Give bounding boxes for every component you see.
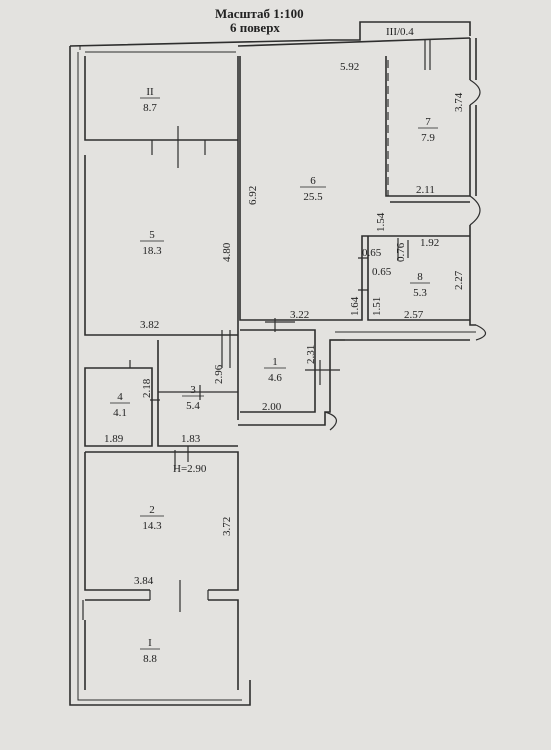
plan-scale-title: Масштаб 1:100 xyxy=(215,6,304,21)
dimension-label: 1.54 xyxy=(375,212,387,232)
room-area: 7.9 xyxy=(421,132,435,144)
dimension-label: 2.11 xyxy=(416,184,435,196)
room-number: 6 xyxy=(310,175,316,187)
dimension-label: 2.00 xyxy=(262,401,282,413)
dimension-label: 0.65 xyxy=(362,247,382,259)
room-number: 1 xyxy=(272,356,278,368)
dimension-label: 1.64 xyxy=(349,296,361,316)
dimension-label: 3.82 xyxy=(140,319,159,331)
room-II: ІІ 8.7 xyxy=(140,86,160,114)
dimension-label: 3.72 xyxy=(221,517,233,536)
room-area: 5.4 xyxy=(186,400,200,412)
dimension-labels: 5.92 3.74 6.92 2.11 1.54 0.65 0.76 1.92 … xyxy=(104,61,465,587)
balcony-label: ІІІ/0.4 xyxy=(386,26,414,38)
room-number: 4 xyxy=(117,391,123,403)
room-area: 8.8 xyxy=(143,653,157,665)
room-area: 4.1 xyxy=(113,407,127,419)
door-openings xyxy=(82,40,487,620)
room-I: І 8.8 xyxy=(140,637,160,665)
dimension-label: 2.18 xyxy=(141,378,153,398)
room-number: І xyxy=(148,637,152,649)
dimension-label: 2.96 xyxy=(213,364,225,384)
room-6: 6 25.5 xyxy=(300,175,326,203)
dimension-label: 0.65 xyxy=(372,266,392,278)
plan-floor-title: 6 поверх xyxy=(230,20,280,35)
dimension-label: 2.27 xyxy=(453,270,465,290)
room-number: 2 xyxy=(149,504,155,516)
dimension-label: 6.92 xyxy=(247,186,259,205)
dimension-label: 5.92 xyxy=(340,61,359,73)
dimension-label: 1.51 xyxy=(371,297,383,316)
room-number: 3 xyxy=(190,384,196,396)
outer-walls xyxy=(69,21,477,706)
room-8: 8 5.3 xyxy=(410,271,430,299)
room-area: 25.5 xyxy=(303,191,323,203)
dimension-label: 2.31 xyxy=(305,345,317,364)
dimension-label: 3.74 xyxy=(453,92,465,112)
room-5: 5 18.3 xyxy=(140,229,164,257)
room-7: 7 7.9 xyxy=(418,116,438,144)
dimension-label: 3.84 xyxy=(134,575,154,587)
dimension-label: 1.89 xyxy=(104,433,124,445)
room-area: 18.3 xyxy=(142,245,162,257)
room-1: 1 4.6 xyxy=(264,356,286,384)
room-number: 8 xyxy=(417,271,423,283)
room-area: 14.3 xyxy=(142,520,162,532)
dimension-label: 3.22 xyxy=(290,309,309,321)
dimension-label: 4.80 xyxy=(221,242,233,262)
dimension-label: 1.92 xyxy=(420,237,439,249)
dimension-label: 0.76 xyxy=(395,242,407,262)
room-area: 5.3 xyxy=(413,287,427,299)
dimension-label: 2.57 xyxy=(404,309,424,321)
room-3: 3 5.4 xyxy=(182,384,204,412)
dimension-label: 1.83 xyxy=(181,433,201,445)
room-2: 2 14.3 xyxy=(140,504,164,532)
room-number: 5 xyxy=(149,229,155,241)
room-area: 4.6 xyxy=(268,372,282,384)
room-area: 8.7 xyxy=(143,102,157,114)
room-4: 4 4.1 xyxy=(110,391,130,419)
room-number: 7 xyxy=(425,116,431,128)
height-label: Н=2.90 xyxy=(173,463,207,475)
room-number: ІІ xyxy=(146,86,154,98)
